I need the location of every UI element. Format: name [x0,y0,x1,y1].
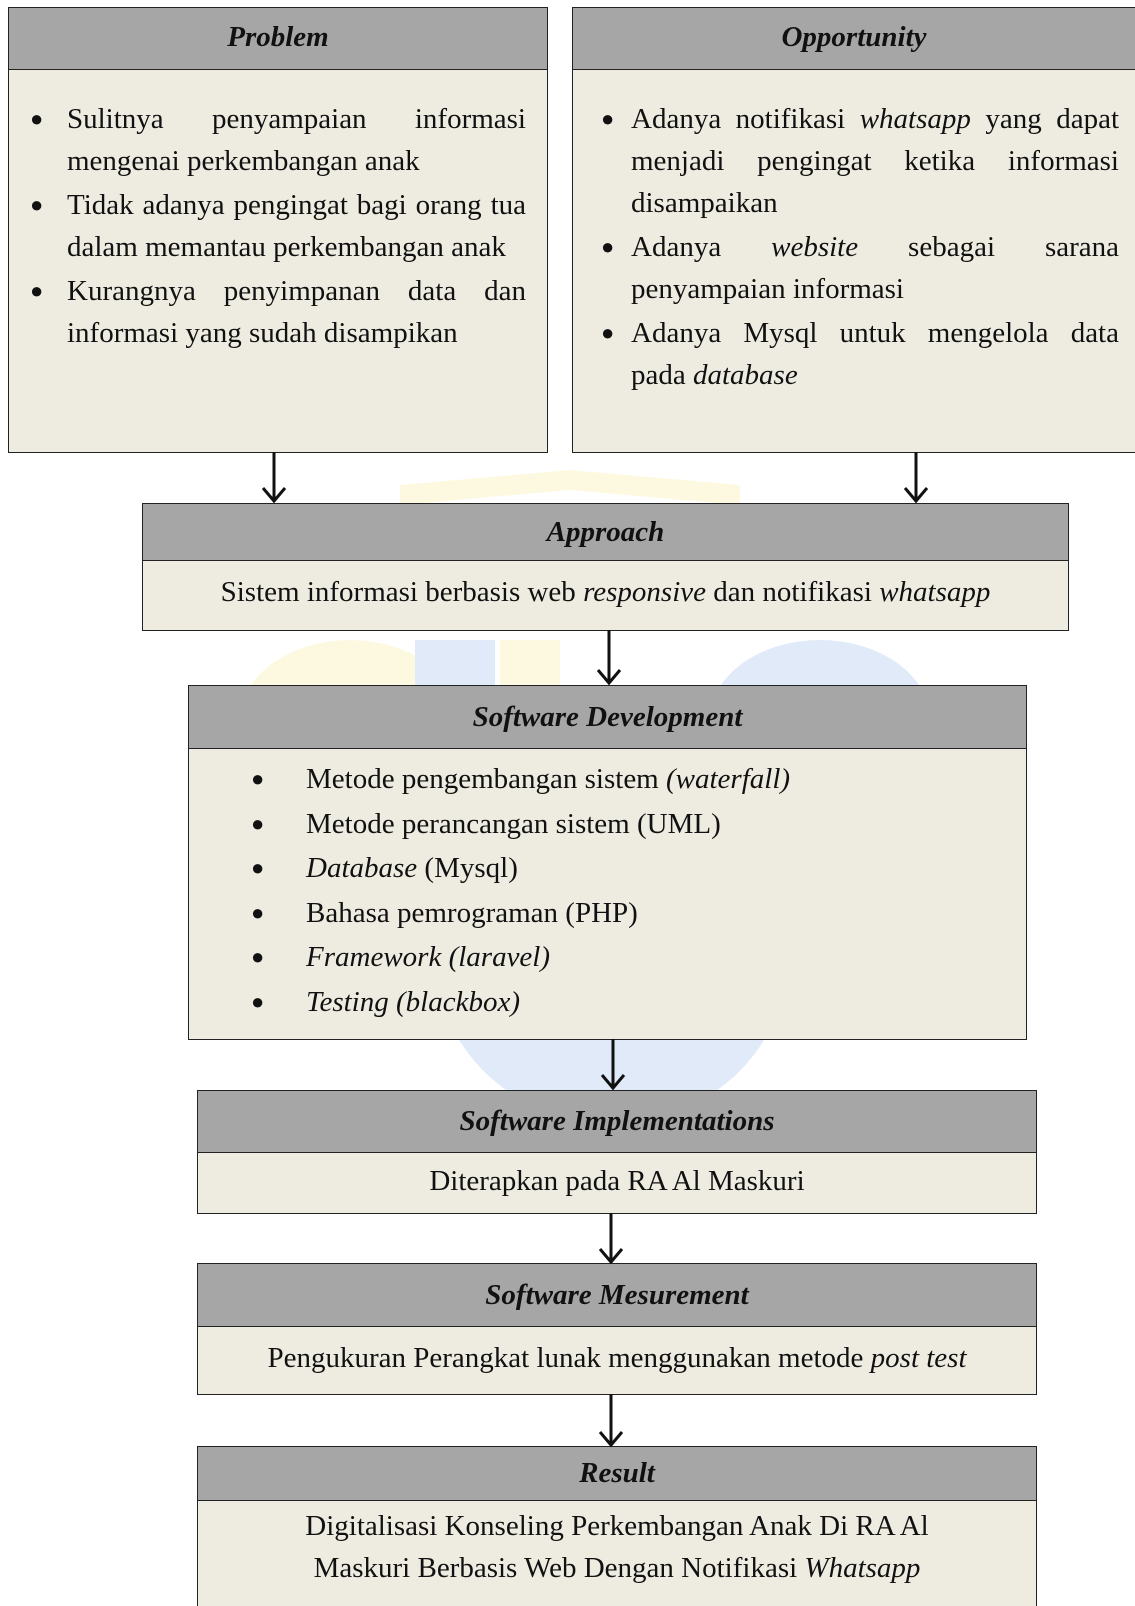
opportunity-item: ●Adanya Mysql untuk mengelola data pada … [601,317,1119,391]
problem-body: ●Sulitnya penyampaian informasi mengenai… [9,70,547,354]
arrow-implementation-to-measurement [598,1213,624,1265]
opportunity-header: Opportunity [573,8,1135,70]
development-item: ●Metode perancangan sistem (UML) [251,807,721,840]
result-header: Result [198,1447,1036,1501]
approach-header: Approach [143,504,1068,561]
development-item: ●Framework (laravel) [251,941,551,973]
arrow-measurement-to-result [598,1394,624,1448]
problem-item: ●Tidak adanya pengingat bagi orang tua d… [30,189,526,263]
arrow-opportunity-to-approach [903,452,929,504]
opportunity-item: ●Adanya notifikasi whatsapp yang dapat m… [601,103,1119,219]
measurement-header: Software Mesurement [198,1264,1036,1327]
arrow-development-to-implementation [600,1039,626,1091]
result-box: Result Digitalisasi Konseling Perkembang… [197,1446,1037,1606]
opportunity-item: ●Adanya website sebagai sarana penyampai… [601,231,1120,305]
development-item: ●Bahasa pemrograman (PHP) [251,896,638,929]
measurement-box: Software Mesurement Pengukuran Perangkat… [197,1263,1037,1395]
result-body: Digitalisasi Konseling Perkembangan Anak… [198,1501,1036,1589]
problem-header: Problem [9,8,547,70]
implementation-body: Diterapkan pada RA Al Maskuri [429,1165,805,1197]
development-item: ●Testing (blackbox) [251,985,520,1018]
development-item: ●Database (Mysql) [251,852,518,884]
development-box: Software Development ●Metode pengembanga… [188,685,1027,1040]
result-line-1: Digitalisasi Konseling Perkembangan Anak… [305,1510,929,1542]
implementation-header: Software Implementations [198,1091,1036,1153]
development-header: Software Development [189,686,1026,749]
result-line-2: Maskuri Berbasis Web Dengan Notifikasi W… [313,1552,921,1584]
development-item: ●Metode pengembangan sistem (waterfall) [251,763,791,795]
arrow-problem-to-approach [261,452,287,504]
implementation-box: Software Implementations Diterapkan pada… [197,1090,1037,1214]
approach-body: Sistem informasi berbasis web responsive… [220,576,991,608]
measurement-body: Pengukuran Perangkat lunak menggunakan m… [267,1342,967,1374]
development-body: ●Metode pengembangan sistem (waterfall) … [189,749,1026,1024]
opportunity-box: Opportunity ●Adanya notifikasi whatsapp … [572,7,1135,453]
problem-item: ●Kurangnya penyimpanan data dan informas… [30,275,526,349]
problem-item: ●Sulitnya penyampaian informasi mengenai… [30,103,526,177]
arrow-approach-to-development [596,630,622,686]
opportunity-body: ●Adanya notifikasi whatsapp yang dapat m… [573,70,1135,396]
problem-box: Problem ●Sulitnya penyampaian informasi … [8,7,548,453]
approach-box: Approach Sistem informasi berbasis web r… [142,503,1069,631]
